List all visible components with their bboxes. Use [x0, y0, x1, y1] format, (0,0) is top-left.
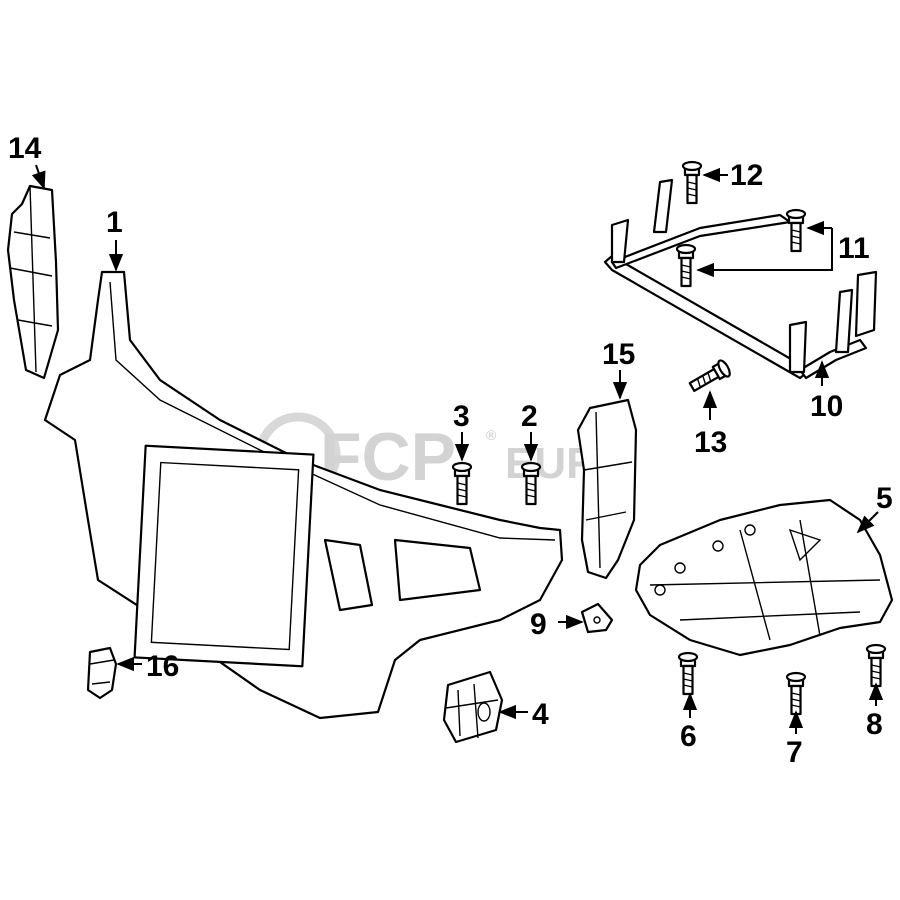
- part-1-radiator-support: [43, 270, 564, 720]
- callout-5: 5: [876, 482, 893, 515]
- callout-11: 11: [838, 232, 870, 265]
- callout-9: 9: [530, 608, 547, 641]
- part-15-air-deflector: [576, 398, 638, 580]
- callout-10: 10: [810, 390, 843, 423]
- part-6-bolt-icon: [677, 651, 699, 696]
- part-4-bracket: [442, 670, 504, 744]
- part-13-bolt-icon: [686, 357, 734, 396]
- part-16-sensor: [86, 646, 118, 700]
- part-5-splash-shield: [634, 498, 894, 657]
- callout-6: 6: [680, 720, 697, 753]
- part-14-air-deflector: [6, 184, 60, 380]
- part-11a-bolt-icon: [785, 208, 807, 253]
- callout-14: 14: [8, 132, 42, 165]
- part-10-reinforcement-frame: [603, 178, 878, 380]
- part-11b-bolt-icon: [675, 243, 697, 288]
- leader-lines: [31, 164, 884, 734]
- callout-4: 4: [532, 698, 549, 731]
- part-12-bolt-icon: [681, 160, 703, 205]
- callout-8: 8: [866, 708, 883, 741]
- callout-12: 12: [730, 159, 763, 192]
- callout-7: 7: [786, 736, 803, 769]
- callout-15: 15: [602, 338, 635, 371]
- callouts: 14 1 3 2 15 12 11 10 13 5 9 4 16 6 7 8: [8, 132, 893, 769]
- part-8-bolt-icon: [865, 643, 887, 688]
- callout-2: 2: [521, 400, 538, 433]
- part-7-bolt-icon: [785, 671, 807, 716]
- callout-16: 16: [146, 650, 179, 683]
- part-9-clip: [580, 602, 614, 634]
- callout-1: 1: [106, 206, 123, 239]
- callout-13: 13: [694, 426, 727, 459]
- watermark-registered: ®: [486, 427, 497, 443]
- callout-3: 3: [453, 400, 470, 433]
